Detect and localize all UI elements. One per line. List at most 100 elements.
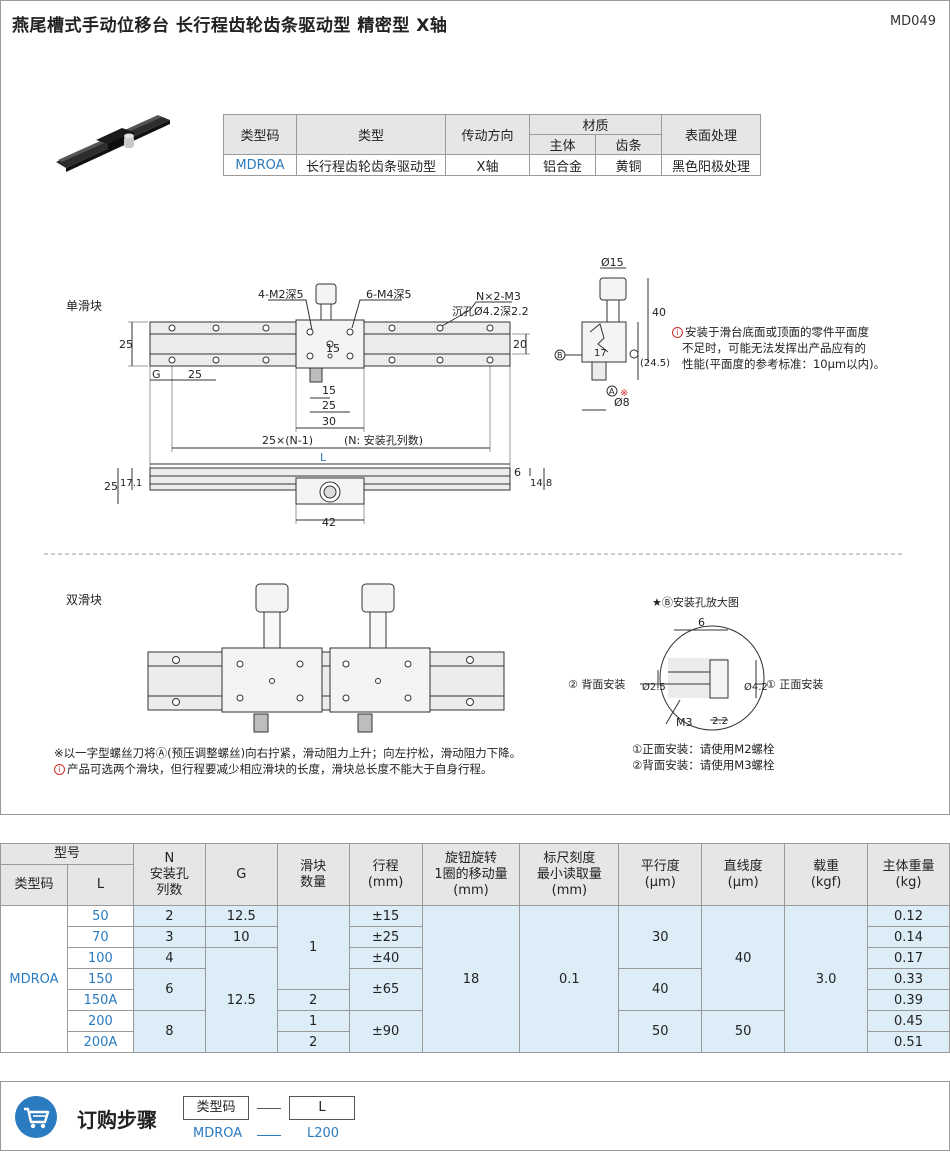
model-data-table: 型号 N 安装孔 列数 G 滑块 数量 行程 (mm) 旋钮旋转 1圈的移动量 … <box>0 843 950 1053</box>
dim-phi8: Ø8 <box>614 396 630 409</box>
marker-b: B <box>557 351 563 360</box>
cell-weight: 0.12 <box>867 905 950 927</box>
detail-back: ② 背面安装 <box>568 677 625 691</box>
cell-l-100[interactable]: 100 <box>66 947 134 969</box>
spec-type: 长行程齿轮齿条驱动型 <box>296 154 446 176</box>
dim-countersink: 沉孔Ø4.2深2.2 <box>452 305 529 318</box>
detail-2-2: 2.2 <box>712 716 728 727</box>
cell-l-150a[interactable]: 150A <box>66 989 134 1011</box>
cell-n: 2 <box>132 905 206 927</box>
cell-l-200a[interactable]: 200A <box>66 1031 134 1053</box>
cell-l-150[interactable]: 150 <box>66 968 134 990</box>
header-parallel: 平行度 (μm) <box>618 843 703 906</box>
dim-height-25: 25 <box>119 338 133 351</box>
spec-header-material: 材质 <box>529 114 662 135</box>
detail-notes: ①正面安装：请使用M2螺栓 ②背面安装：请使用M3螺栓 <box>632 741 775 773</box>
dim-pitch-total: 25×(N-1) <box>262 434 313 447</box>
spec-header-body: 主体 <box>529 134 596 155</box>
header-g: G <box>204 843 278 906</box>
cell-parallel: 50 <box>618 1010 703 1053</box>
marker-note: ※ <box>620 388 628 399</box>
table-row: MDROA 50 2 12.5 1 ±15 18 0.1 30 40 3.0 0… <box>0 905 950 1053</box>
detail-6: 6 <box>698 616 705 629</box>
spec-direction: X轴 <box>445 154 530 176</box>
header-type-code: 类型码 <box>0 864 68 906</box>
detail-note-front: ①正面安装：请使用M2螺栓 <box>632 742 775 756</box>
dim-g: G <box>152 368 161 381</box>
cell-n: 6 <box>132 968 206 1011</box>
cell-type-code[interactable]: MDROA <box>0 905 68 1053</box>
dim-42: 42 <box>322 516 336 529</box>
detail-front: ① 正面安装 <box>766 677 823 691</box>
note-preload: ※以一字型螺丝刀将Ⓐ(预压调整螺丝)向右拧紧，滑动阻力上升；向左拧松，滑动阻力下… <box>54 746 522 760</box>
cell-g: 12.5 <box>204 905 278 927</box>
cart-icon <box>15 1096 57 1138</box>
order-box-type-code: 类型码 <box>183 1096 249 1120</box>
cell-load: 3.0 <box>784 905 869 1053</box>
detail-phi4-2: Ø4.2 <box>744 681 768 693</box>
dim-25-holes: 25 <box>322 399 336 412</box>
spec-body: 铝合金 <box>529 154 596 176</box>
cell-straight: 50 <box>701 1010 786 1053</box>
cell-l-200[interactable]: 200 <box>66 1010 134 1032</box>
cell-scale: 0.1 <box>519 905 620 1053</box>
cell-parallel: 40 <box>618 968 703 1011</box>
cell-l-70[interactable]: 70 <box>66 926 134 948</box>
order-title: 订购步骤 <box>77 1108 157 1132</box>
dim-40: 40 <box>652 306 666 319</box>
header-sliders: 滑块 数量 <box>276 843 350 906</box>
header-scale: 标尺刻度 最小读取量 (mm) <box>519 843 620 906</box>
dim-l: L <box>320 451 327 464</box>
dim-15-vertical: 15 <box>326 342 340 355</box>
dim-15: 15 <box>322 384 336 397</box>
spec-header-type: 类型 <box>296 114 446 155</box>
flatness-note-line2: 不足时，可能无法发挥出产品应有的 <box>682 341 866 355</box>
detail-phi2-5: Ø2.5 <box>642 681 666 693</box>
spec-surface: 黑色阳极处理 <box>661 154 761 176</box>
dim-phi15: Ø15 <box>601 256 624 269</box>
table-row: 70 3 10 ±25 0.14 <box>1 926 950 948</box>
spec-type-code[interactable]: MDROA <box>223 154 297 176</box>
header-stroke: 行程 (mm) <box>348 843 423 906</box>
cell-weight: 0.17 <box>867 947 950 969</box>
table-row: 200A 2 0.51 <box>1 1031 950 1053</box>
dim-pitch-note: (N: 安装孔列数) <box>344 433 423 447</box>
table-row: 200 8 1 ±90 50 50 0.45 <box>1 1010 950 1053</box>
order-value-type-code: MDROA <box>193 1126 243 1141</box>
technical-drawing: 4-M2深5 6-M4深5 N×2-M3 沉孔Ø4.2深2.2 25 15 20… <box>44 256 905 733</box>
dim-nm3: N×2-M3 <box>476 290 521 303</box>
dim-14-8: 14.8 <box>530 478 552 489</box>
cell-l-50[interactable]: 50 <box>66 905 134 927</box>
cell-sliders: 2 <box>276 989 350 1011</box>
order-separator <box>257 1108 281 1109</box>
cell-stroke: ±15 <box>348 905 423 927</box>
dim-height-25b: 25 <box>104 480 118 493</box>
product-code: MD049 <box>889 14 936 29</box>
spec-header-rack: 齿条 <box>595 134 662 155</box>
cell-weight: 0.39 <box>867 989 950 1011</box>
cell-n: 8 <box>132 1010 206 1053</box>
order-steps: 订购步骤 类型码 L MDROA L200 <box>0 1081 950 1151</box>
note-double-slider: 产品可选两个滑块，但行程要减少相应滑块的长度，滑块总长度不能大于自身行程。 <box>67 762 493 776</box>
dim-30: 30 <box>322 415 336 428</box>
flatness-note-line1: 安装于滑台底面或顶面的零件平面度 <box>685 325 869 339</box>
header-weight: 主体重量 (kg) <box>867 843 950 906</box>
cell-weight: 0.45 <box>867 1010 950 1032</box>
cell-weight: 0.51 <box>867 1031 950 1053</box>
detail-title: ★Ⓑ安装孔放大图 <box>652 595 739 609</box>
double-slider-label: 双滑块 <box>66 593 103 607</box>
table-row: 150A 2 0.39 <box>1 989 950 1011</box>
header-straight: 直线度 (μm) <box>701 843 786 906</box>
header-load: 载重 (kgf) <box>784 843 869 906</box>
detail-m3: M3 <box>676 716 693 729</box>
cell-stroke: ±25 <box>348 926 423 948</box>
cell-sliders: 2 <box>276 1031 350 1053</box>
spec-table: 类型码 类型 传动方向 材质 表面处理 主体 齿条 MDROA 长行程齿轮齿条驱… <box>223 114 761 176</box>
detail-note-back: ②背面安装：请使用M3螺栓 <box>632 758 775 772</box>
page-title: 燕尾槽式手动位移台 长行程齿轮齿条驱动型 精密型 X轴 <box>12 16 448 36</box>
spec-header-code: 类型码 <box>223 114 297 155</box>
order-separator-value <box>257 1135 281 1136</box>
general-notes: ※以一字型螺丝刀将Ⓐ(预压调整螺丝)向右拧紧，滑动阻力上升；向左拧松，滑动阻力下… <box>54 745 521 777</box>
header-knob: 旋钮旋转 1圈的移动量 (mm) <box>421 843 521 906</box>
